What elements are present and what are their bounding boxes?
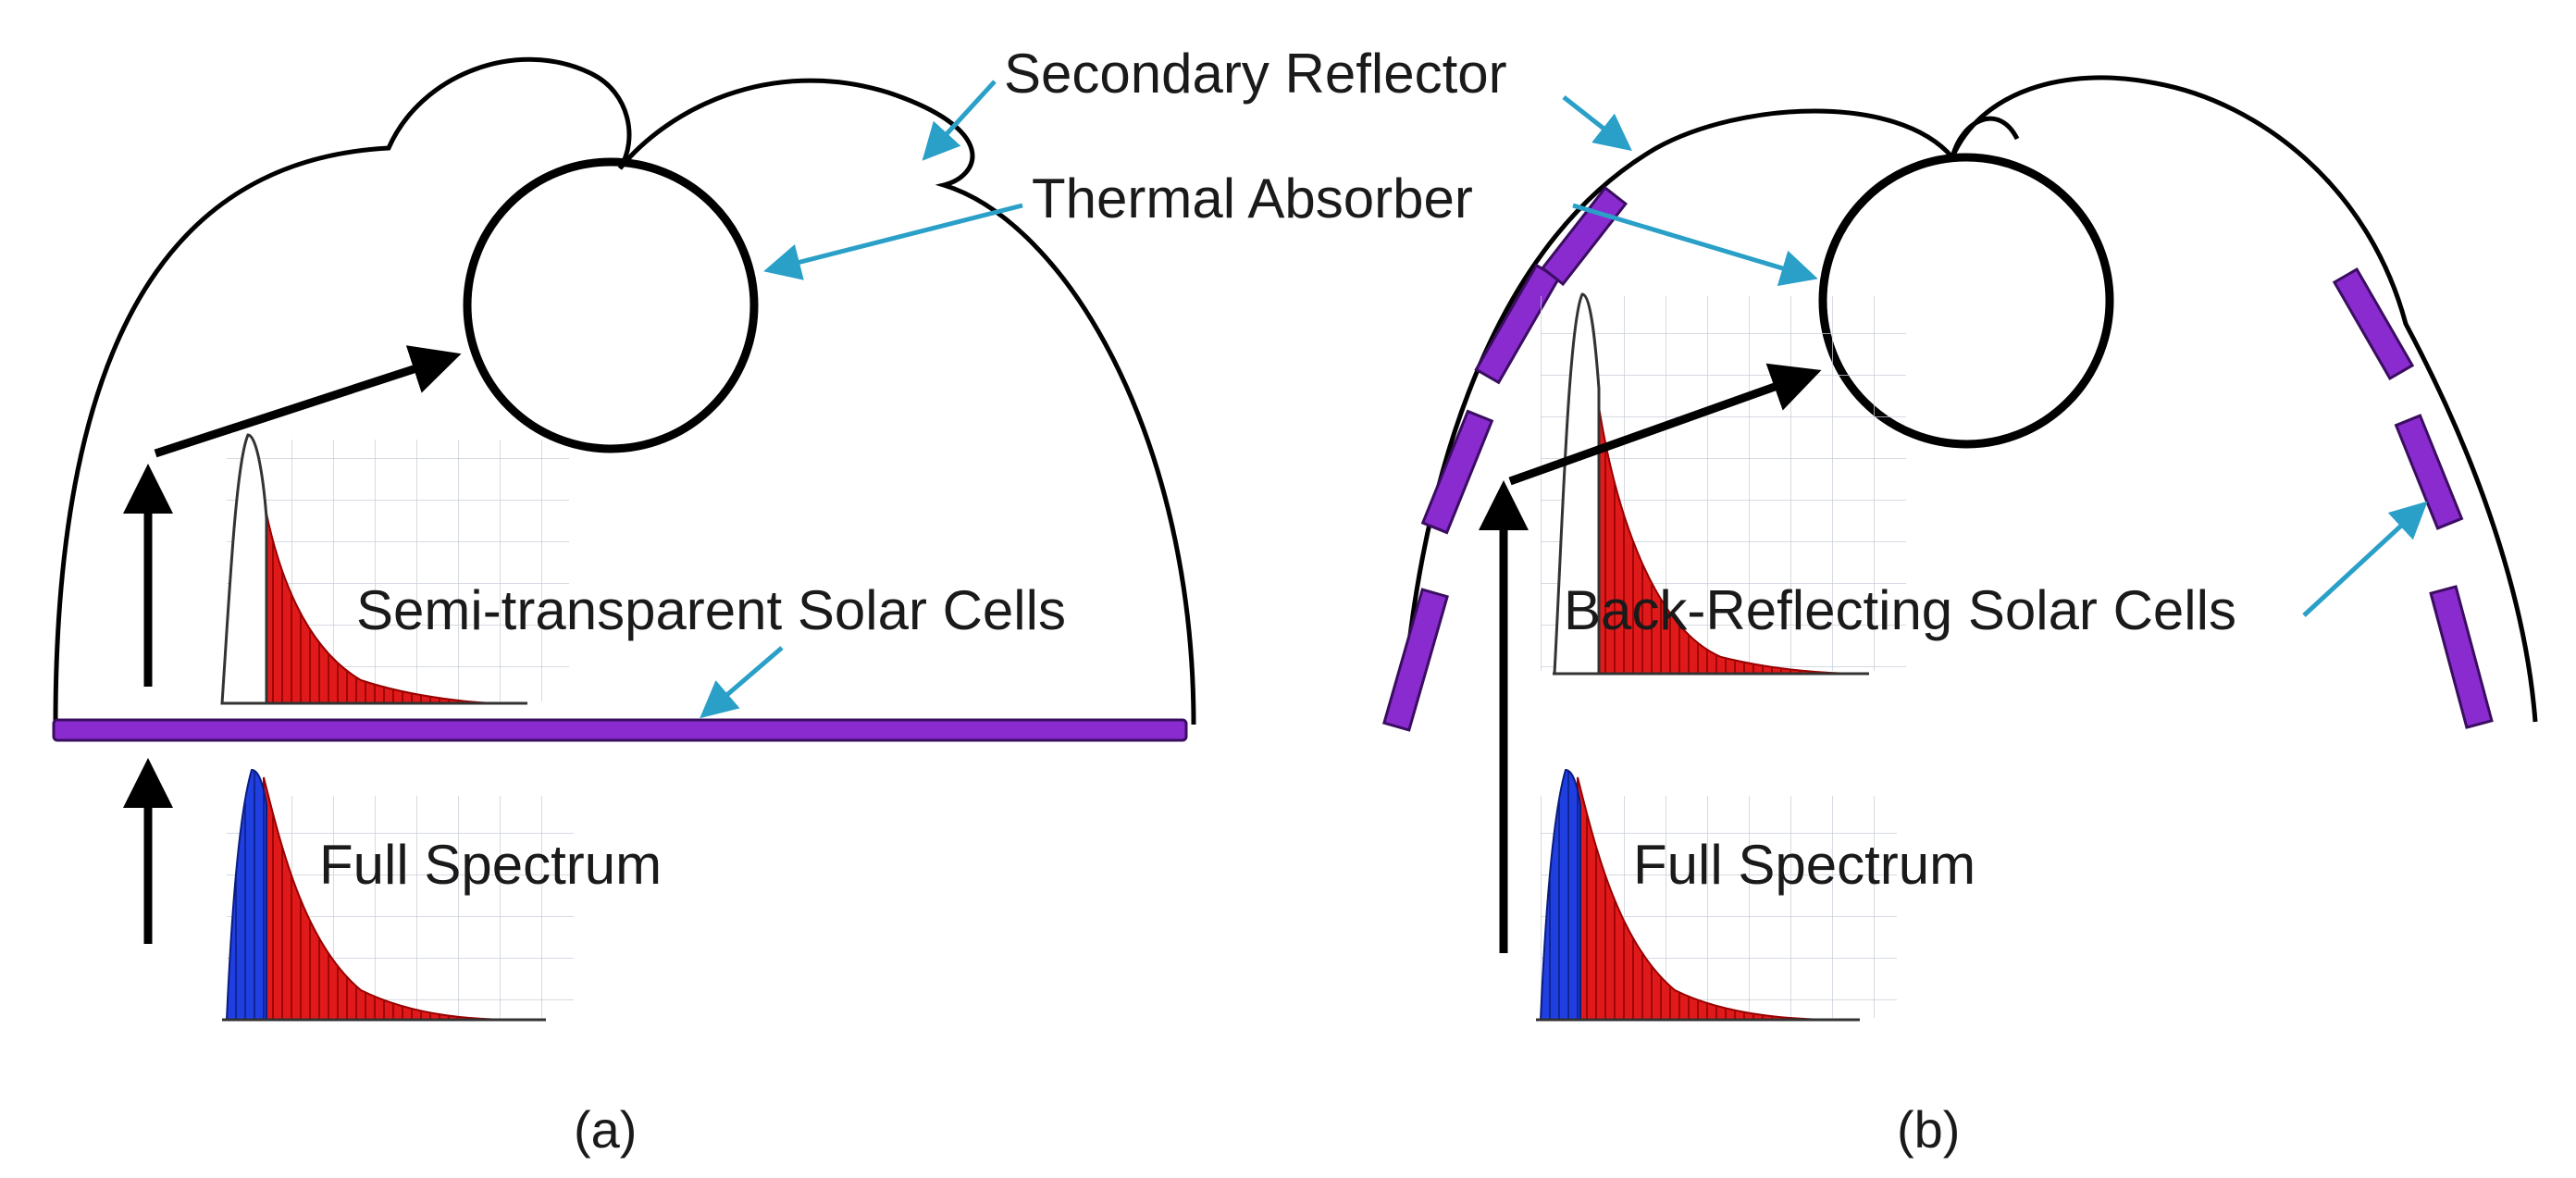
transmitted-spectrum-a <box>220 433 569 705</box>
panel-b: Back-Reflecting Solar Cells Full Spectru… <box>1382 75 2538 1159</box>
full-spectrum-label-b: Full Spectrum <box>1633 834 1975 896</box>
back-reflecting-solar-cells <box>1382 185 2494 732</box>
caption-a: (a) <box>574 1100 637 1159</box>
full-spectrum-chart-a <box>222 768 574 1022</box>
secondary-reflector-b <box>1399 75 2538 723</box>
cells-pointer-a <box>700 646 784 719</box>
semi-transparent-cells-label: Semi-transparent Solar Cells <box>356 579 1066 641</box>
thermal-absorber-a <box>463 157 759 453</box>
thermal-absorber-label: Thermal Absorber <box>1032 167 1473 229</box>
full-spectrum-label-a: Full Spectrum <box>319 834 662 896</box>
semi-transparent-solar-cell-bar <box>52 718 1188 742</box>
cells-pointer-b <box>2302 501 2428 617</box>
back-reflecting-cells-label: Back-Reflecting Solar Cells <box>1564 579 2236 641</box>
reflector-pointer-a <box>922 80 997 161</box>
absorber-pointer-a <box>763 203 1023 280</box>
secondary-reflector-a <box>53 56 1196 725</box>
caption-b: (b) <box>1897 1100 1960 1159</box>
shared-labels: Secondary Reflector Thermal Absorber <box>763 43 1818 287</box>
panel-a: Semi-transparent Solar Cells Full Spectr… <box>52 56 1196 1159</box>
reflector-pointer-b <box>1562 95 1632 152</box>
absorber-light-arrow-b <box>1508 363 1822 486</box>
full-spectrum-chart-b <box>1536 768 1897 1022</box>
secondary-reflector-label: Secondary Reflector <box>1004 43 1507 105</box>
absorber-light-arrow-a <box>154 345 462 458</box>
absorber-pointer-b <box>1572 203 1818 287</box>
reflected-spectrum-b <box>1541 292 1906 676</box>
